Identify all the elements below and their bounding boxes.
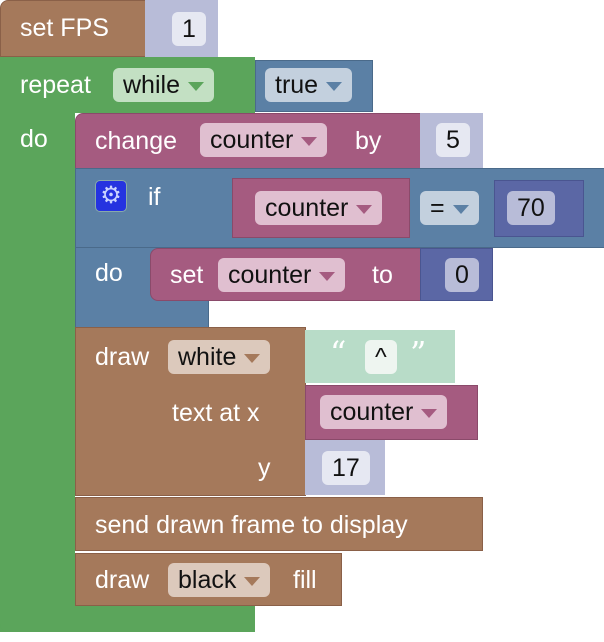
- fill-label: fill: [293, 566, 317, 594]
- repeat-bottom-arm: [0, 605, 255, 632]
- close-quote-icon: ”: [410, 334, 427, 372]
- boolean-value: true: [275, 71, 319, 99]
- change-by-label: by: [355, 127, 382, 155]
- operator-dropdown[interactable]: =: [420, 191, 479, 225]
- draw-fill-label: draw: [95, 566, 150, 594]
- chevron-down-icon: [319, 271, 336, 281]
- repeat-mode-dropdown[interactable]: while: [113, 68, 214, 102]
- compare-value-field[interactable]: 70: [507, 191, 555, 225]
- set-to-label: to: [372, 261, 393, 289]
- repeat-mode-value: while: [123, 71, 180, 99]
- chevron-down-icon: [244, 353, 261, 363]
- fps-value-field[interactable]: 1: [172, 12, 206, 46]
- chevron-down-icon: [244, 576, 261, 586]
- set-label: set: [170, 261, 204, 289]
- chevron-down-icon: [301, 136, 318, 146]
- send-frame-label: send drawn frame to display: [95, 511, 408, 539]
- change-label: change: [95, 127, 178, 155]
- set-fps-block[interactable]: [0, 0, 146, 57]
- chevron-down-icon: [326, 81, 343, 91]
- chevron-down-icon: [452, 204, 469, 214]
- set-value-field[interactable]: 0: [445, 258, 479, 292]
- send-frame-block[interactable]: [75, 497, 483, 551]
- x-variable-dropdown[interactable]: counter: [320, 395, 448, 429]
- fill-color-value: black: [178, 566, 237, 594]
- change-value-field[interactable]: 5: [436, 123, 470, 157]
- chevron-down-icon: [187, 81, 204, 91]
- repeat-do-label: do: [20, 125, 48, 153]
- fill-color-dropdown[interactable]: black: [168, 563, 271, 597]
- text-at-x-label: text at x: [172, 399, 260, 427]
- change-variable-value: counter: [210, 126, 294, 154]
- if-label: if: [148, 183, 161, 211]
- set-variable-value: counter: [228, 261, 312, 289]
- chevron-down-icon: [356, 204, 373, 214]
- draw-color-dropdown[interactable]: white: [168, 340, 271, 374]
- operator-value: =: [430, 194, 445, 222]
- boolean-dropdown[interactable]: true: [265, 68, 353, 102]
- chevron-down-icon: [421, 408, 438, 418]
- draw-color-value: white: [178, 343, 237, 371]
- gear-icon[interactable]: ⚙: [95, 180, 127, 212]
- change-variable-dropdown[interactable]: counter: [200, 123, 328, 157]
- set-variable-dropdown[interactable]: counter: [218, 258, 346, 292]
- draw-text-label: draw: [95, 343, 150, 371]
- if-do-label: do: [95, 259, 123, 287]
- repeat-label: repeat: [20, 71, 91, 99]
- x-variable-value: counter: [330, 398, 414, 426]
- repeat-body-column: [0, 112, 75, 632]
- compare-variable-value: counter: [265, 194, 349, 222]
- y-value-field[interactable]: 17: [322, 451, 370, 485]
- text-value-field[interactable]: ^: [365, 340, 397, 374]
- y-label: y: [258, 454, 271, 482]
- compare-variable-dropdown[interactable]: counter: [255, 191, 383, 225]
- set-fps-label: set FPS: [20, 14, 109, 42]
- open-quote-icon: “: [330, 334, 347, 372]
